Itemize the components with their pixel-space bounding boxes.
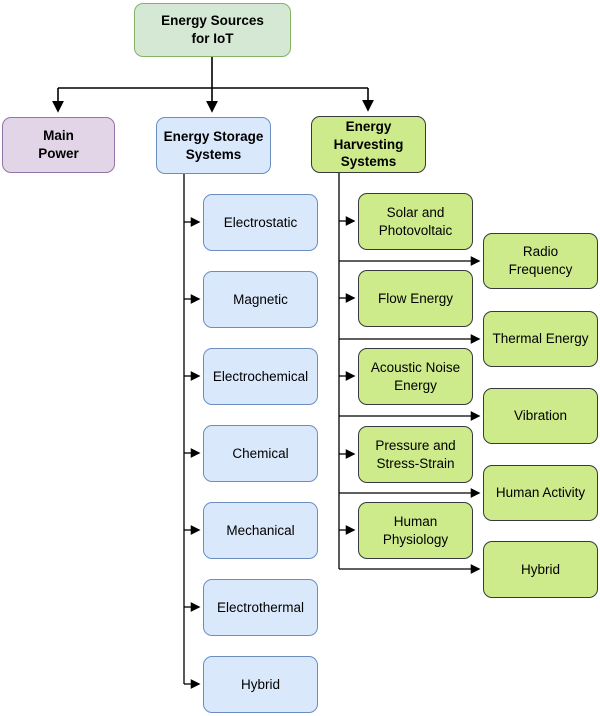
node-label: Electrothermal (216, 599, 305, 615)
node-electrochemical: Electrochemical (203, 348, 318, 405)
node-label: Pressure and Stress-Strain (375, 437, 456, 471)
node-magnetic: Magnetic (203, 271, 318, 328)
node-label: Human Physiology (382, 513, 449, 547)
node-label: Radio Frequency (508, 244, 573, 277)
node-label: Main Power (38, 128, 79, 161)
node-energy-harvesting-systems: Energy Harvesting Systems (311, 116, 426, 173)
node-electrostatic: Electrostatic (203, 194, 318, 251)
node-label: Solar and Photovoltaic (378, 204, 453, 238)
node-hybrid-storage: Hybrid (203, 656, 318, 713)
node-flow-energy: Flow Energy (358, 270, 473, 327)
node-energy-sources-root: Energy Sources for IoT (134, 3, 291, 57)
node-label: Hybrid (520, 561, 560, 577)
node-solar-photovoltaic: Solar and Photovoltaic (358, 193, 473, 250)
node-mechanical: Mechanical (203, 502, 318, 559)
node-acoustic-noise-energy: Acoustic Noise Energy (358, 348, 473, 405)
node-label: Vibration (513, 408, 568, 424)
node-pressure-stress-strain: Pressure and Stress-Strain (358, 426, 473, 483)
node-label: Thermal Energy (492, 331, 589, 347)
node-label: Chemical (232, 445, 289, 461)
node-label: Acoustic Noise Energy (370, 359, 461, 393)
node-label: Human Activity (495, 485, 586, 501)
node-label: Hybrid (240, 676, 280, 692)
node-main-power: Main Power (2, 117, 115, 173)
node-hybrid-harvesting: Hybrid (483, 541, 598, 598)
node-human-activity: Human Activity (483, 465, 598, 521)
node-human-physiology: Human Physiology (358, 502, 473, 559)
node-electrothermal: Electrothermal (203, 579, 318, 636)
node-label: Energy Sources for IoT (161, 13, 264, 46)
node-label: Energy Storage Systems (163, 128, 264, 162)
node-radio-frequency: Radio Frequency (483, 233, 598, 289)
node-label: Magnetic (233, 291, 288, 307)
node-thermal-energy: Thermal Energy (483, 311, 598, 367)
node-chemical: Chemical (203, 425, 318, 482)
node-label: Energy Harvesting Systems (333, 119, 404, 170)
node-label: Electrostatic (223, 214, 298, 230)
node-label: Electrochemical (212, 368, 309, 384)
node-energy-storage-systems: Energy Storage Systems (156, 117, 271, 174)
node-vibration: Vibration (483, 388, 598, 444)
node-label: Mechanical (226, 522, 295, 538)
node-label: Flow Energy (377, 290, 454, 306)
